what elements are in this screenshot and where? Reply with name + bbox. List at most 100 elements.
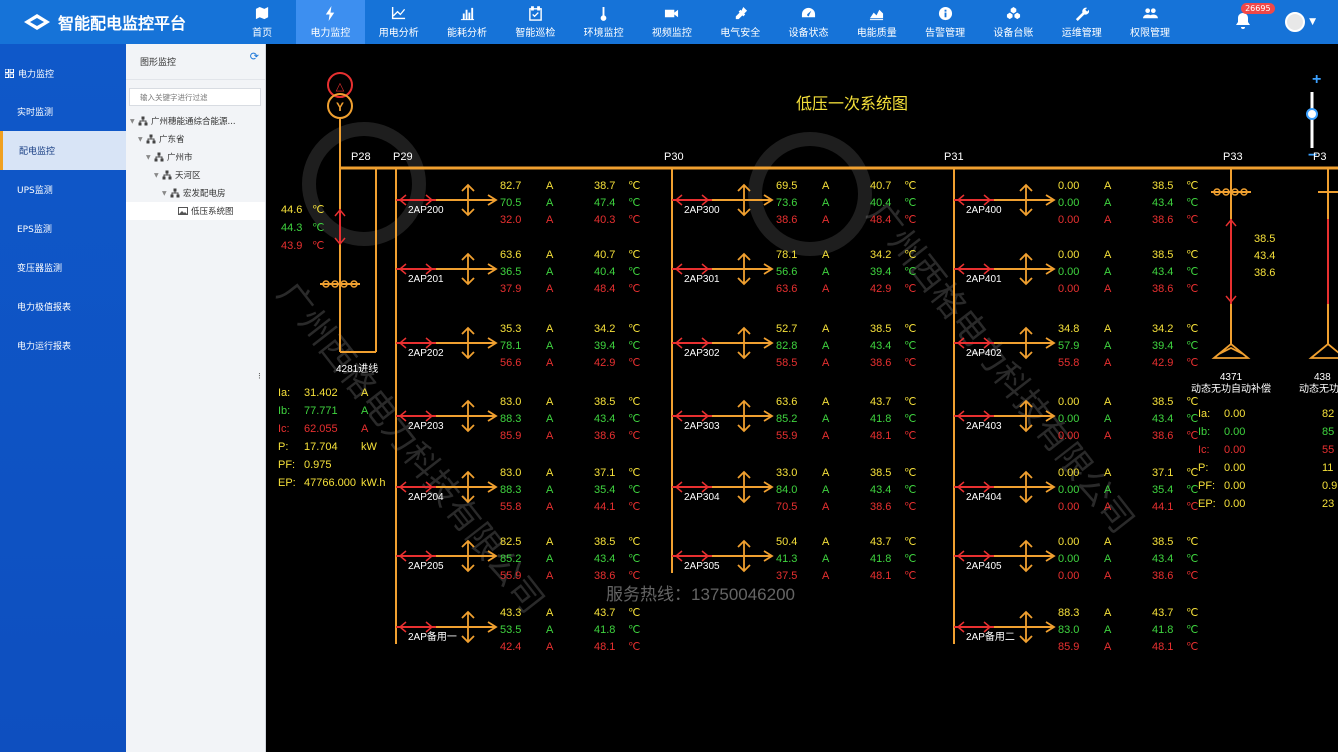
temp-value: 38.6 [870, 501, 891, 513]
reading-value: 62.055 [304, 423, 338, 435]
arrow-icon [1045, 194, 1056, 206]
reading-value: 0.00 [1224, 498, 1245, 510]
temp-value: 44.1 [1152, 501, 1173, 513]
current-unit: A [546, 266, 554, 278]
sidebar-item-6[interactable]: 电力运行报表 [17, 342, 72, 352]
avatar[interactable] [1285, 12, 1306, 32]
reading-value: 55 [1322, 444, 1334, 456]
video-camera-icon [664, 5, 680, 21]
breaker-symbol [1019, 183, 1033, 217]
caret-down-icon[interactable]: ▼ [130, 117, 135, 125]
tree-node[interactable]: 低压系统图 [126, 202, 265, 220]
nav-item-label: 运维管理 [1061, 28, 1102, 39]
reading-unit: A [361, 405, 369, 417]
chevron-down-icon[interactable]: ▼ [1309, 17, 1316, 27]
disconnect-symbol [956, 410, 992, 422]
main-nav: 首页电力监控用电分析能耗分析智能巡检环境监控视频监控电气安全 设备状态电能质量告警… [228, 0, 1184, 44]
tree-node[interactable]: ▼广州市 [126, 148, 265, 166]
brand[interactable]: 智能配电监控平台 [0, 0, 250, 44]
disconnect-symbol [398, 337, 434, 349]
caret-down-icon[interactable]: ▼ [154, 171, 159, 179]
temp-value: 41.8 [870, 553, 891, 565]
sidebar-item-5[interactable]: 电力极值报表 [17, 303, 72, 313]
nav-item-8[interactable]: 设备状态 [774, 0, 842, 44]
nav-item-10[interactable]: 告警管理 [911, 0, 979, 44]
tree-node[interactable]: ▼天河区 [126, 166, 265, 184]
current-unit: A [822, 536, 830, 548]
nav-item-0[interactable]: 首页 [228, 0, 296, 44]
temp-value: 40.3 [594, 214, 615, 226]
caret-down-icon[interactable]: ▼ [162, 189, 167, 197]
nav-item-9[interactable]: 电能质量 [843, 0, 911, 44]
top-navbar: 智能配电监控平台 首页电力监控用电分析能耗分析智能巡检环境监控视频监控电气安全 设… [0, 0, 1338, 44]
temp-value: 43.4 [594, 553, 615, 565]
nav-item-2[interactable]: 用电分析 [365, 0, 433, 44]
reading-name: PF: [278, 459, 295, 471]
tree-node[interactable]: ▼广州穗能通综合能源... [126, 112, 265, 130]
temp-value: 38.6 [1152, 430, 1173, 442]
nav-item-label: 电气安全 [720, 28, 761, 39]
breaker-symbol [461, 252, 475, 286]
arrow-icon [487, 621, 498, 633]
tree-node-label: 低压系统图 [191, 207, 234, 217]
nav-item-11[interactable]: 设备台账 [979, 0, 1047, 44]
temp-value: 43.4 [1152, 553, 1173, 565]
current-unit: A [822, 197, 830, 209]
current-unit: A [1104, 607, 1112, 619]
current-unit: A [546, 641, 554, 653]
sidebar-item-1[interactable]: 配电监控 [0, 131, 126, 170]
current-unit: A [822, 357, 830, 369]
breaker-symbol [737, 252, 751, 286]
temp-unit: ℃ [1186, 430, 1198, 442]
sidebar-item-0[interactable]: 实时监测 [17, 108, 54, 118]
arrow-icon [1045, 337, 1056, 349]
current-unit: A [822, 413, 830, 425]
nav-item-7[interactable]: 电气安全 [706, 0, 774, 44]
tree-node[interactable]: ▼广东省 [126, 130, 265, 148]
tree-search-input[interactable] [129, 88, 261, 106]
temp-unit: ℃ [904, 197, 916, 209]
temp-unit: ℃ [904, 340, 916, 352]
alarm-bell[interactable]: 26695 [1233, 3, 1275, 33]
nav-item-3[interactable]: 能耗分析 [433, 0, 501, 44]
nav-item-13[interactable]: 权限管理 [1116, 0, 1184, 44]
caret-down-icon[interactable]: ▼ [146, 153, 151, 161]
reading-value: 0.9 [1322, 480, 1337, 492]
sidebar-item-3[interactable]: EPS监测 [17, 225, 52, 235]
current-unit: A [822, 467, 830, 479]
nav-item-label: 设备台账 [993, 28, 1034, 39]
temp-value: 42.9 [1152, 357, 1173, 369]
temp-value: 42.9 [870, 283, 891, 295]
breaker-symbol [461, 326, 475, 360]
nav-item-4[interactable]: 智能巡检 [501, 0, 569, 44]
collapse-handle-icon[interactable]: ⁝ [258, 372, 261, 382]
temp-unit: ℃ [1186, 214, 1198, 226]
grid-icon [5, 68, 14, 78]
arrow-icon [763, 550, 774, 562]
lightning-icon [322, 5, 338, 21]
nav-item-1[interactable]: 电力监控 [296, 0, 365, 44]
zoom-in-icon[interactable]: + [1312, 71, 1321, 88]
temp-unit: ℃ [1186, 553, 1198, 565]
sidebar-item-4[interactable]: 变压器监测 [17, 264, 63, 274]
current-value: 0.00 [1058, 536, 1079, 548]
area-chart-icon [869, 5, 885, 21]
nav-item-12[interactable]: 运维管理 [1048, 0, 1116, 44]
current-value: 37.5 [776, 570, 797, 582]
sidebar-item-2[interactable]: UPS监测 [17, 186, 53, 196]
temp-unit: ℃ [1186, 357, 1198, 369]
refresh-icon[interactable]: ⟳ [249, 50, 259, 63]
nav-item-5[interactable]: 环境监控 [569, 0, 637, 44]
arrow-icon [1045, 621, 1056, 633]
tree-node[interactable]: ▼宏发配电房 [126, 184, 265, 202]
nav-item-6[interactable]: 视频监控 [638, 0, 706, 44]
zoom-slider-handle[interactable] [1306, 108, 1318, 120]
transformer-icon [327, 72, 353, 98]
incoming-temp-value: 44.6 [281, 204, 302, 216]
temp-value: 43.4 [870, 340, 891, 352]
disconnect-symbol [956, 194, 992, 206]
logo-icon [24, 14, 50, 30]
zoom-out-icon[interactable]: − [1308, 147, 1317, 164]
current-unit: A [822, 266, 830, 278]
caret-down-icon[interactable]: ▼ [138, 135, 143, 143]
